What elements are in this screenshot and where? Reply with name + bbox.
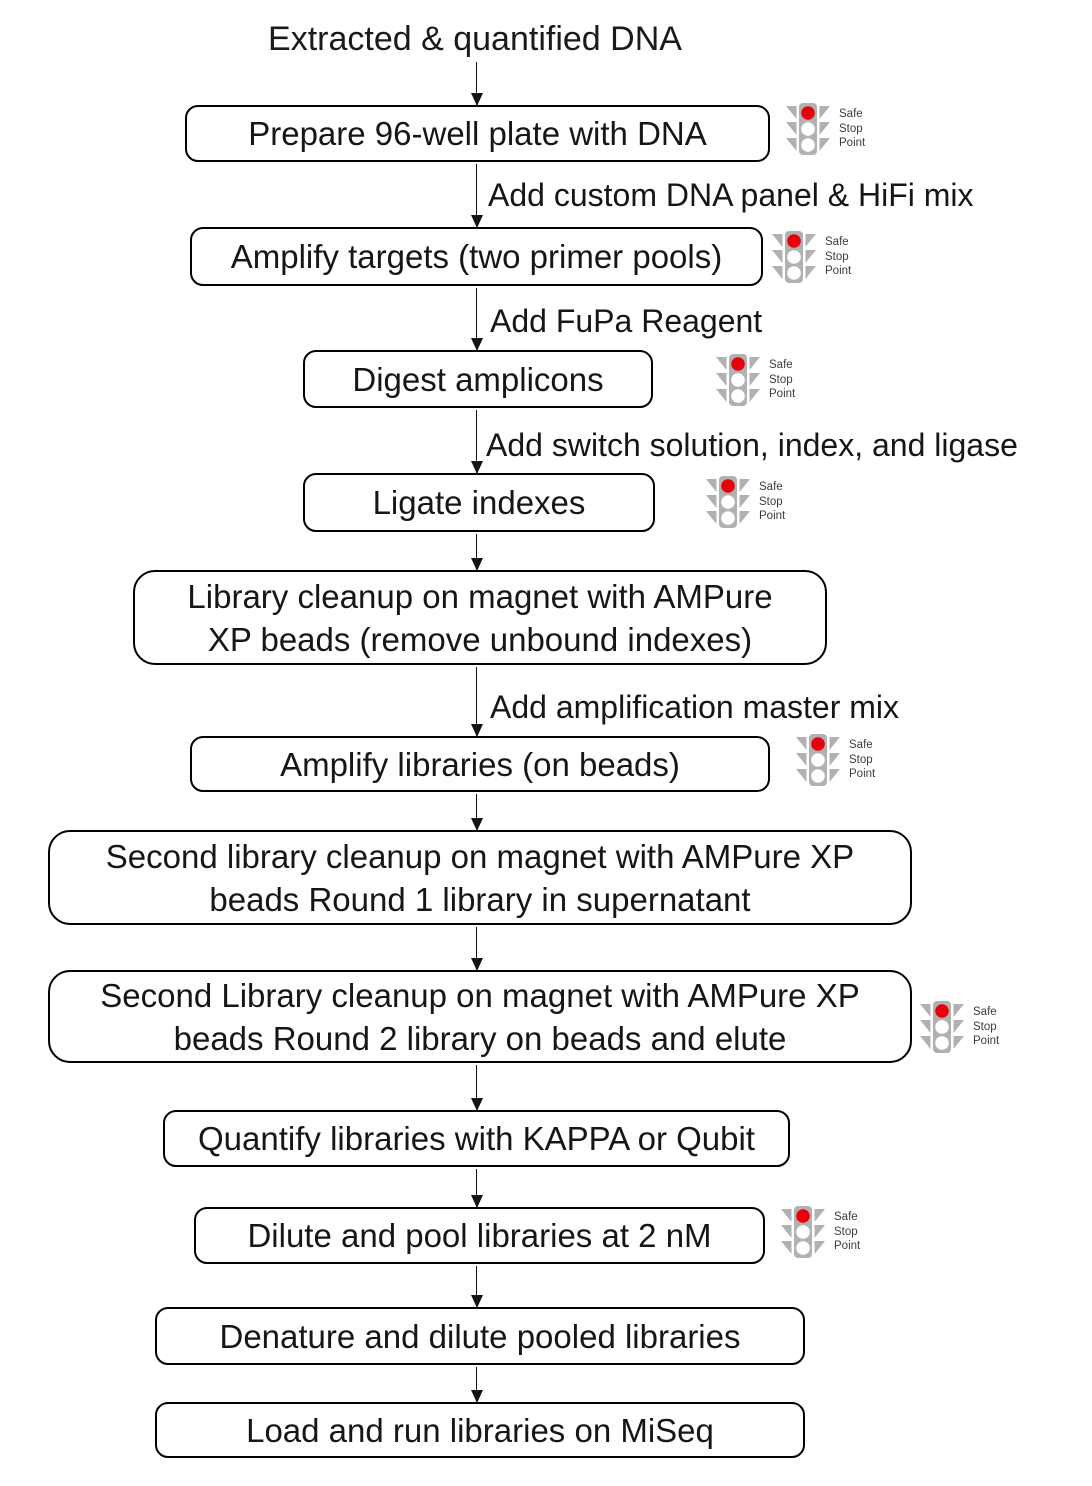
ssp-line-safe: Safe <box>849 739 873 752</box>
ssp-line-stop: Stop <box>973 1020 997 1033</box>
ssp-line-safe: Safe <box>825 236 849 249</box>
safe-stop-point-label: Safe Stop Point <box>759 480 785 524</box>
node-label: Quantify libraries with KAPPA or Qubit <box>198 1120 755 1157</box>
node-ligate-indexes: Ligate indexes <box>303 473 655 532</box>
ssp-line-safe: Safe <box>973 1006 997 1019</box>
node-load-run-miseq: Load and run libraries on MiSeq <box>155 1402 805 1458</box>
flow-arrow <box>471 164 484 228</box>
flow-arrow <box>471 667 484 737</box>
safe-stop-point-label: Safe Stop Point <box>825 235 851 279</box>
safe-stop-point-label: Safe Stop Point <box>973 1005 999 1049</box>
ssp-line-stop: Stop <box>769 373 793 386</box>
safe-stop-point-marker: Safe Stop Point <box>920 1001 999 1053</box>
edge-label-fupa-reagent: Add FuPa Reagent <box>490 303 763 339</box>
node-label: Denature and dilute pooled libraries <box>219 1317 741 1355</box>
node-label: Second Library cleanup on magnet with AM… <box>100 976 860 1057</box>
ssp-line-point: Point <box>973 1035 1000 1048</box>
node-label: Load and run libraries on MiSeq <box>246 1411 714 1449</box>
safe-stop-point-marker: Safe Stop Point <box>786 103 865 155</box>
safe-stop-point-marker: Safe Stop Point <box>706 476 785 528</box>
traffic-light-icon <box>786 103 830 155</box>
traffic-light-icon <box>716 354 760 406</box>
traffic-light-icon <box>706 476 750 528</box>
ssp-line-point: Point <box>834 1240 861 1253</box>
flow-arrow <box>471 927 484 971</box>
ssp-line-point: Point <box>825 265 852 278</box>
node-amplify-targets: Amplify targets (two primer pools) <box>190 227 763 286</box>
node-label: Ligate indexes <box>372 484 586 521</box>
node-label: Amplify libraries (on beads) <box>280 745 680 783</box>
node-amplify-libraries: Amplify libraries (on beads) <box>190 736 770 792</box>
flow-arrow <box>471 534 484 571</box>
node-second-cleanup-round2: Second Library cleanup on magnet with AM… <box>48 970 912 1063</box>
flow-arrow <box>471 288 484 351</box>
ssp-line-safe: Safe <box>839 108 863 121</box>
flow-arrow <box>471 1266 484 1308</box>
safe-stop-point-label: Safe Stop Point <box>769 358 795 402</box>
ssp-line-point: Point <box>769 388 796 401</box>
safe-stop-point-marker: Safe Stop Point <box>796 734 875 786</box>
node-label: Dilute and pool libraries at 2 nM <box>247 1217 712 1254</box>
flow-arrow <box>471 62 484 106</box>
ssp-line-point: Point <box>849 768 876 781</box>
flow-arrow <box>471 1065 484 1111</box>
flow-arrow <box>471 1169 484 1208</box>
safe-stop-point-marker: Safe Stop Point <box>772 231 851 283</box>
ssp-line-stop: Stop <box>849 753 873 766</box>
ssp-line-safe: Safe <box>769 359 793 372</box>
node-label: Prepare 96-well plate with DNA <box>248 115 707 152</box>
traffic-light-icon <box>796 734 840 786</box>
ssp-line-stop: Stop <box>839 122 863 135</box>
edge-label-amplification-mix: Add amplification master mix <box>490 689 900 725</box>
ssp-line-stop: Stop <box>825 250 849 263</box>
node-prepare-plate: Prepare 96-well plate with DNA <box>185 105 770 162</box>
safe-stop-point-marker: Safe Stop Point <box>716 354 795 406</box>
traffic-light-icon <box>772 231 816 283</box>
traffic-light-icon <box>781 1206 825 1258</box>
safe-stop-point-label: Safe Stop Point <box>834 1210 860 1254</box>
flow-arrow <box>471 410 484 474</box>
node-label: Library cleanup on magnet with AMPure XP… <box>187 577 773 658</box>
ssp-line-point: Point <box>759 510 786 523</box>
node-label: Second library cleanup on magnet with AM… <box>105 837 855 918</box>
flow-arrow <box>471 1367 484 1403</box>
node-library-cleanup: Library cleanup on magnet with AMPure XP… <box>133 570 827 665</box>
edge-label-switch-solution: Add switch solution, index, and ligase <box>486 427 1018 463</box>
ssp-line-stop: Stop <box>834 1225 858 1238</box>
node-denature-dilute: Denature and dilute pooled libraries <box>155 1307 805 1365</box>
node-second-cleanup-round1: Second library cleanup on magnet with AM… <box>48 830 912 925</box>
flow-arrow <box>471 794 484 831</box>
ssp-line-safe: Safe <box>834 1211 858 1224</box>
ssp-line-safe: Safe <box>759 481 783 494</box>
safe-stop-point-marker: Safe Stop Point <box>781 1206 860 1258</box>
edge-label-custom-panel: Add custom DNA panel & HiFi mix <box>488 177 974 213</box>
node-quantify-libraries: Quantify libraries with KAPPA or Qubit <box>163 1110 790 1167</box>
safe-stop-point-label: Safe Stop Point <box>839 107 865 151</box>
node-label: Digest amplicons <box>352 360 604 398</box>
ssp-line-stop: Stop <box>759 495 783 508</box>
node-dilute-pool: Dilute and pool libraries at 2 nM <box>194 1207 765 1264</box>
traffic-light-icon <box>920 1001 964 1053</box>
node-label: Amplify targets (two primer pools) <box>230 238 723 275</box>
ssp-line-point: Point <box>839 137 866 150</box>
node-digest-amplicons: Digest amplicons <box>303 350 653 408</box>
safe-stop-point-label: Safe Stop Point <box>849 738 875 782</box>
start-node-label: Extracted & quantified DNA <box>268 20 682 58</box>
